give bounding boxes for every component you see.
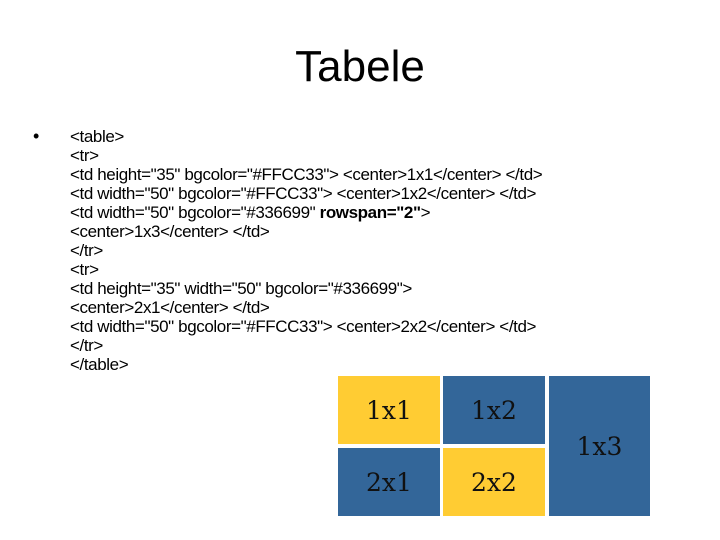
code-line: <center>1x3</center> </td> xyxy=(70,222,270,241)
code-line: </table> xyxy=(70,355,129,374)
cell-1x1: 1x1 xyxy=(338,376,440,444)
code-line: <td width="50" bgcolor="#FFCC33"> <cente… xyxy=(70,184,537,203)
code-line: <tr> xyxy=(70,146,99,165)
code-text: <td width="50" bgcolor="#336699" xyxy=(70,203,320,222)
code-text: > xyxy=(420,203,431,222)
slide-title: Tabele xyxy=(295,42,425,91)
bullet-icon: • xyxy=(33,126,40,146)
code-line: <td height="35" bgcolor="#FFCC33"> <cent… xyxy=(70,165,543,184)
cell-2x2: 2x2 xyxy=(443,448,545,516)
code-line: <td width="50" bgcolor="#FFCC33"> <cente… xyxy=(70,317,537,336)
cell-1x2: 1x2 xyxy=(443,376,545,444)
cell-1x3: 1x3 xyxy=(549,376,650,516)
code-bold: rowspan="2" xyxy=(319,203,421,222)
code-line: <center>2x1</center> </td> xyxy=(70,298,270,317)
code-line: <td height="35" width="50" bgcolor="#336… xyxy=(70,279,412,298)
code-listing: <table><tr><td height="35" bgcolor="#FFC… xyxy=(70,127,543,374)
code-line: <tr> xyxy=(70,260,99,279)
cell-2x1: 2x1 xyxy=(338,448,440,516)
code-line: </tr> xyxy=(70,241,103,260)
code-line: </tr> xyxy=(70,336,103,355)
code-line: <table> xyxy=(70,127,124,146)
code-line: <td width="50" bgcolor="#336699" rowspan… xyxy=(70,203,542,222)
